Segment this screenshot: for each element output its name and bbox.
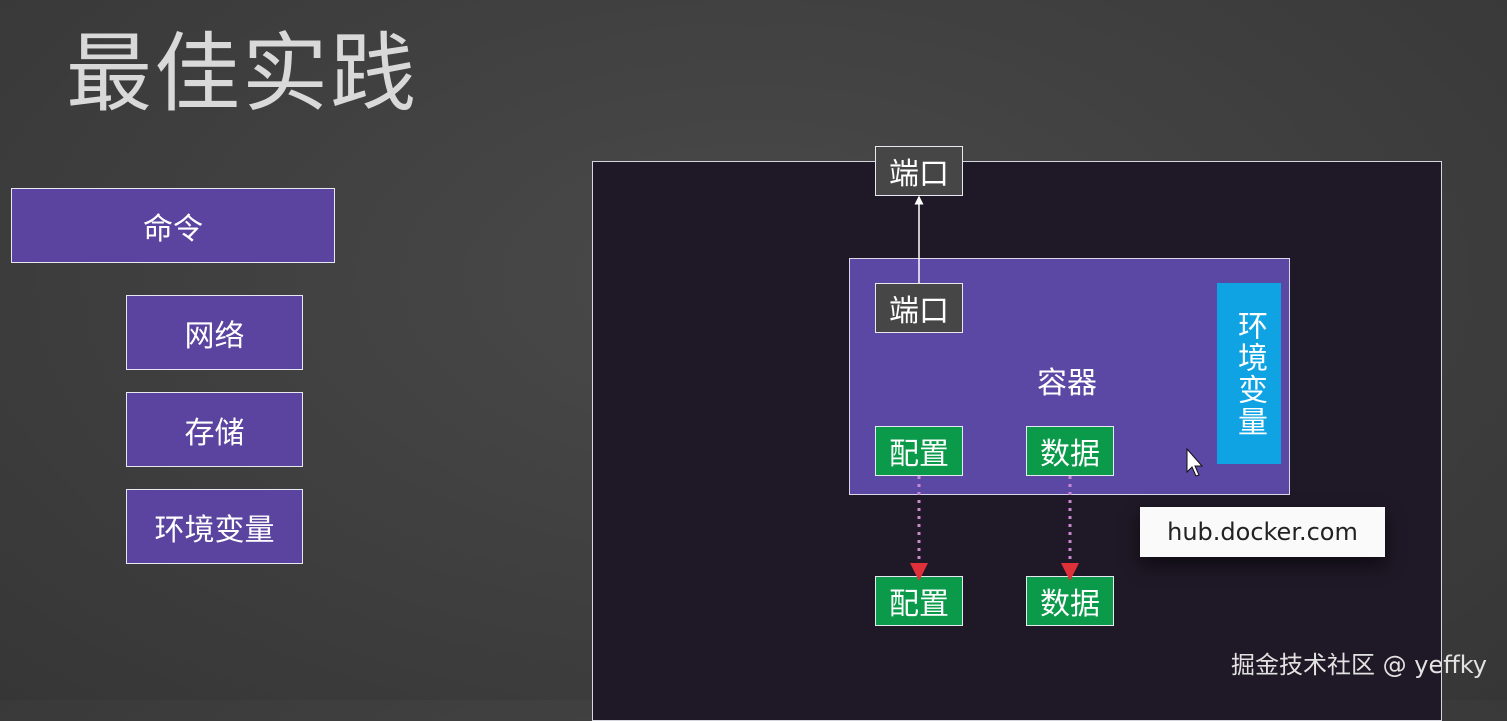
storage-box: 存储 <box>126 392 303 467</box>
data-outer-label: 数据 <box>1040 587 1100 622</box>
env-box: 环境变量 <box>126 489 303 564</box>
config-inner-box: 配置 <box>875 426 963 476</box>
env-vertical-box: 环境变量 <box>1217 283 1281 464</box>
network-box: 网络 <box>126 295 303 370</box>
container-port-box: 端口 <box>875 283 963 333</box>
data-inner-label: 数据 <box>1040 437 1100 472</box>
config-outer-box: 配置 <box>875 576 963 626</box>
host-port-label: 端口 <box>889 157 949 192</box>
slide-title: 最佳实践 <box>66 24 418 124</box>
diagram-arrows <box>910 195 1204 581</box>
data-inner-box: 数据 <box>1026 426 1114 476</box>
mouse-cursor-icon <box>1186 447 1204 477</box>
container-port-label: 端口 <box>889 294 949 329</box>
config-outer-label: 配置 <box>889 587 949 622</box>
env-vertical-label: 环境变量 <box>1232 309 1267 438</box>
env-label: 环境变量 <box>154 512 275 548</box>
command-label: 命令 <box>143 211 203 247</box>
host-port-box: 端口 <box>875 146 963 196</box>
hub-docker-callout[interactable]: hub.docker.com <box>1140 507 1385 557</box>
watermark: 掘金技术社区 @ yeffky <box>1230 651 1487 679</box>
storage-label: 存储 <box>184 415 245 451</box>
network-label: 网络 <box>184 318 245 354</box>
command-box: 命令 <box>11 188 335 263</box>
container-label: 容器 <box>1037 366 1097 401</box>
config-inner-label: 配置 <box>889 437 949 472</box>
data-outer-box: 数据 <box>1026 576 1114 626</box>
